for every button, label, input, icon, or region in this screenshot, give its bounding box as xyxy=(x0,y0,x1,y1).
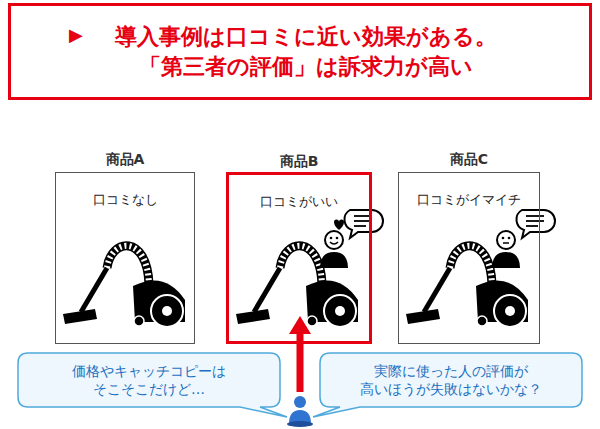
thought-bubble: 価格やキャッチコピーは そこそこだけど… xyxy=(18,353,280,407)
review-status: 口コミなし xyxy=(56,191,194,209)
bubble-outline xyxy=(18,353,280,407)
reviewer-icon xyxy=(492,210,555,268)
headline-text: 導入事例は口コミに近い効果がある。 「第三者の評価」は訴求力が高い xyxy=(96,22,516,81)
review-status: 口コミがいい xyxy=(229,193,369,211)
thought-text: 価格やキャッチコピーは そこそこだけど… xyxy=(26,362,272,398)
review-status: 口コミがイマイチ xyxy=(399,191,539,209)
bubble-path xyxy=(18,353,287,417)
choice-arrowhead xyxy=(289,316,311,334)
product-heading: 商品B xyxy=(229,153,369,171)
headline-box: ▶ 導入事例は口コミに近い効果がある。 「第三者の評価」は訴求力が高い xyxy=(8,3,592,100)
product-heading: 商品C xyxy=(399,151,539,169)
viewer-head xyxy=(294,396,306,408)
bullet-triangle: ▶ xyxy=(69,24,83,45)
bubble-path xyxy=(313,353,582,417)
smile xyxy=(330,242,338,244)
choice-arrow xyxy=(297,332,304,392)
bubble-outline xyxy=(320,353,582,407)
product-box: 商品A口コミなし xyxy=(55,172,195,344)
product-box: 商品B口コミがいい xyxy=(226,172,372,344)
viewer-base xyxy=(287,421,313,427)
thought-text: 実際に使った人の評価が 高いほうが失敗はないかな？ xyxy=(328,362,574,398)
flat-mouth xyxy=(503,242,509,244)
reviewer-icon xyxy=(320,210,383,268)
vacuum-icon xyxy=(63,246,185,327)
product-box: 商品C口コミがイマイチ xyxy=(398,172,540,344)
thought-bubble: 実際に使った人の評価が 高いほうが失敗はないかな？ xyxy=(320,353,582,407)
heart-icon xyxy=(334,220,344,231)
product-heading: 商品A xyxy=(56,151,194,169)
